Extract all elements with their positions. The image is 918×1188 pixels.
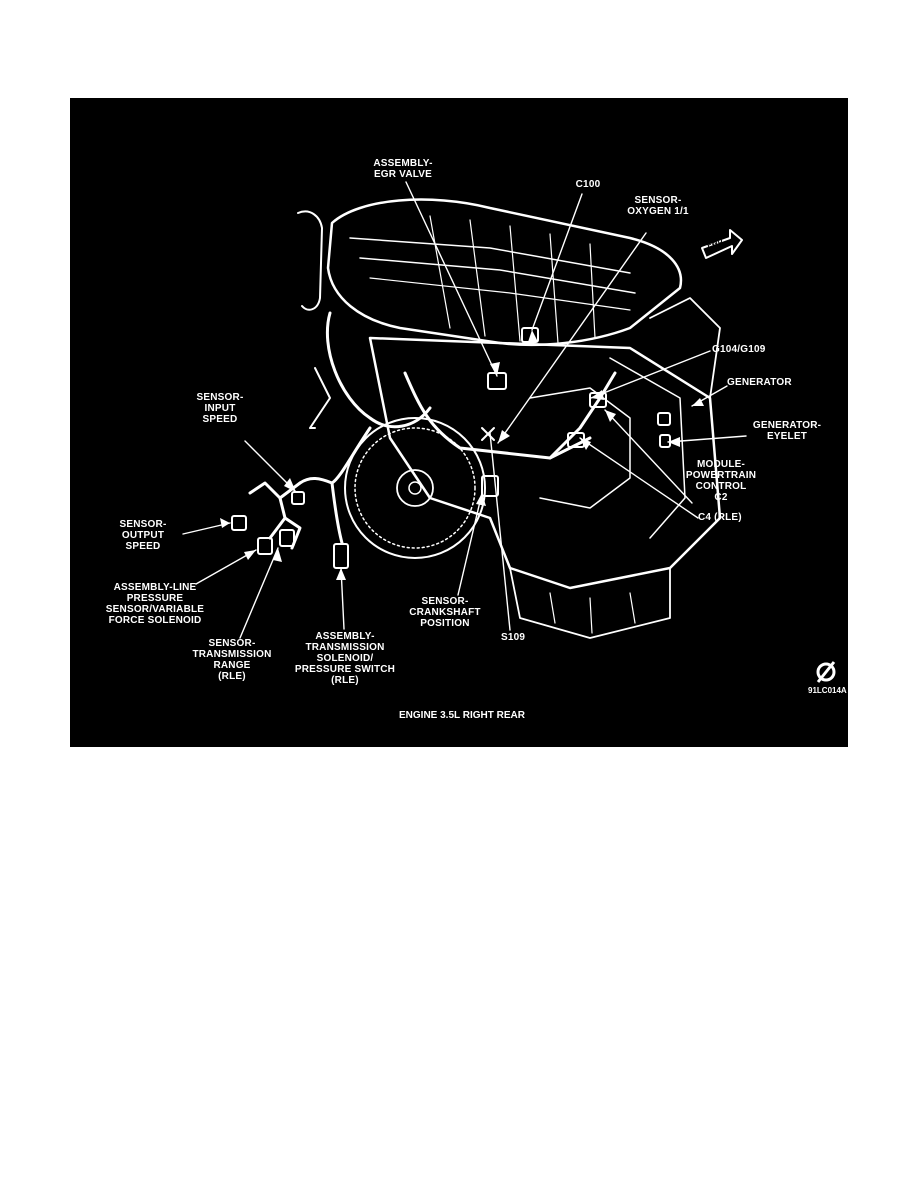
flywheel [344,417,486,559]
s109-label: S109 [501,632,526,643]
generator-label: GENERATOR [727,377,792,388]
egr-label: ASSEMBLY- EGR VALVE [373,158,433,180]
oxygen-sensor-label: SENSOR- OXYGEN 1/1 [627,195,689,217]
figure-caption: ENGINE 3.5L RIGHT REAR [399,710,525,721]
wiring-harness [248,311,617,550]
splice-marker [481,427,495,441]
c100-label: C100 [575,179,601,190]
input-speed-label: SENSOR- INPUT SPEED [196,392,244,425]
disc-slash-icon [816,661,836,683]
transmission-range-label: SENSOR- TRANSMISSION RANGE (RLE) [192,638,272,682]
generator-eyelet-label: GENERATOR- EYELET [752,420,822,442]
crankshaft-sensor-label: SENSOR- CRANKSHAFT POSITION [409,596,481,629]
arrowheads [220,330,704,580]
engine-illustration [182,181,836,683]
engine-wiring-figure: ASSEMBLY- EGR VALVE C100 SENSOR- OXYGEN … [70,98,848,747]
figure-id: 91LC014A [808,686,847,695]
engine-block [368,297,722,639]
transmission-solenoid-label: ASSEMBLY- TRANSMISSION SOLENOID/ PRESSUR… [294,631,396,686]
g104-label: G104/G109 [712,344,766,355]
pcm-label: MODULE- POWERTRAIN CONTROL C2 [685,459,757,503]
c4-label: C4 (RLE) [698,512,742,523]
line-pressure-label: ASSEMBLY-LINE PRESSURE SENSOR/VARIABLE F… [105,582,205,626]
connectors [231,327,671,569]
throttle-body [297,210,331,429]
forward-arrow [701,229,743,259]
output-speed-label: SENSOR- OUTPUT SPEED [119,519,167,552]
intake-manifold [326,198,683,347]
